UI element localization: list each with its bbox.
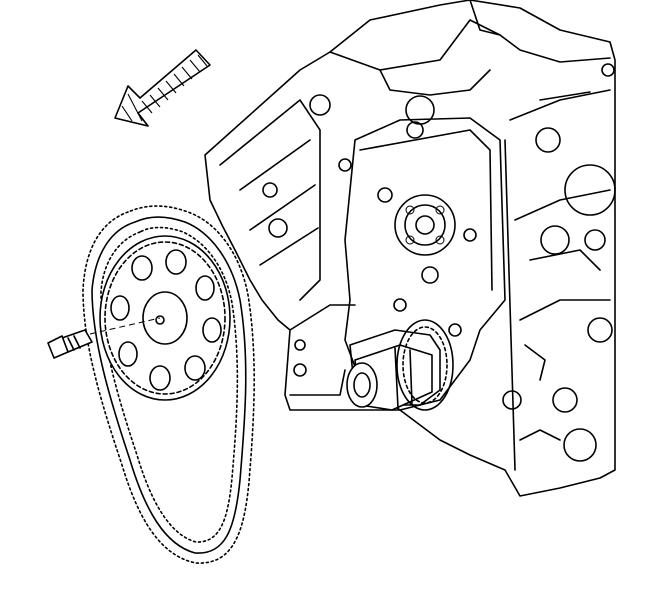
crankshaft-sprocket — [396, 319, 454, 411]
camshaft-sprocket-bolt — [47, 317, 161, 359]
direction-arrow — [114, 49, 211, 127]
camshaft-sprocket — [99, 235, 231, 401]
engine-block — [204, 0, 616, 497]
timing-chain — [82, 205, 255, 564]
